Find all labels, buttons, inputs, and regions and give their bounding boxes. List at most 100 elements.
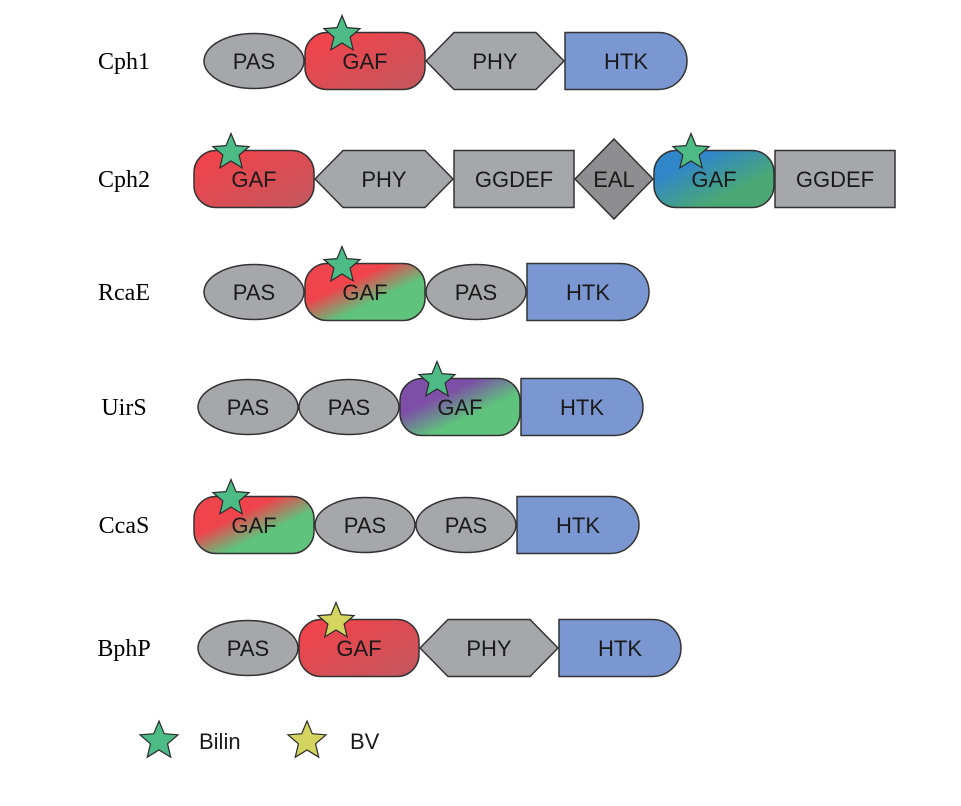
domain-label-gaf: GAF — [437, 395, 482, 420]
domain-pas-3-0: PAS — [197, 378, 299, 436]
protein-name-ccas: CcaS — [99, 513, 150, 539]
domain-gaf-0-1: GAF — [304, 31, 426, 91]
domain-label-pas: PAS — [455, 280, 497, 305]
protein-row-cph2: Cph2 GAF PHY GGDEF EAL GAF GGDEF — [98, 131, 896, 221]
bilin-star-icon — [417, 359, 457, 398]
domain-phy-5-2: PHY — [418, 618, 560, 678]
domain-ggdef-1-5: GGDEF — [774, 149, 896, 209]
domain-shape-pas — [203, 32, 305, 90]
domain-shape-ggdef — [774, 149, 896, 209]
domain-ggdef-1-2: GGDEF — [453, 149, 575, 209]
protein-name-uirs: UirS — [101, 395, 146, 421]
domain-phy-0-2: PHY — [424, 31, 566, 91]
domain-label-pas: PAS — [328, 395, 370, 420]
domain-shape-phy — [313, 149, 455, 209]
protein-row-uirs: UirS PAS PAS GAF HTK — [101, 359, 644, 437]
domain-label-gaf: GAF — [342, 280, 387, 305]
domain-label-htk: HTK — [566, 280, 610, 305]
domain-label-pas: PAS — [233, 49, 275, 74]
domain-label-pas: PAS — [227, 395, 269, 420]
domain-shape-pas — [203, 263, 305, 321]
domain-label-eal: EAL — [593, 167, 635, 192]
protein-name-cph1: Cph1 — [98, 49, 150, 75]
legend-label-bv: BV — [350, 729, 380, 754]
domain-gaf-3-2: GAF — [399, 377, 521, 437]
domain-label-htk: HTK — [598, 636, 642, 661]
domain-label-htk: HTK — [556, 513, 600, 538]
domain-htk-5-3: HTK — [558, 618, 682, 678]
domain-label-pas: PAS — [233, 280, 275, 305]
bilin-star-icon — [211, 477, 251, 516]
domain-shape-htk — [520, 377, 644, 437]
domain-shape-pas — [197, 378, 299, 436]
domain-label-gaf: GAF — [231, 167, 276, 192]
protein-row-bphp: BphP PAS GAF PHY HTK — [97, 600, 682, 678]
domain-label-ggdef: GGDEF — [475, 167, 553, 192]
legend-label-bilin: Bilin — [199, 729, 241, 754]
domain-label-gaf: GAF — [336, 636, 381, 661]
legend-item-bilin: Bilin — [138, 719, 241, 759]
domain-label-phy: PHY — [466, 636, 512, 661]
domain-shape-ggdef — [453, 149, 575, 209]
domain-htk-4-3: HTK — [516, 495, 640, 555]
domain-gaf-4-0: GAF — [193, 495, 315, 555]
domain-shape-eal — [573, 137, 655, 221]
domain-pas-2-0: PAS — [203, 263, 305, 321]
domain-label-phy: PHY — [361, 167, 407, 192]
bilin-star-icon — [138, 719, 180, 759]
domain-pas-5-0: PAS — [197, 619, 299, 677]
domain-shape-htk — [564, 31, 688, 91]
domain-label-phy: PHY — [472, 49, 518, 74]
protein-name-rcae: RcaE — [98, 280, 150, 306]
domain-gaf-1-0: GAF — [193, 149, 315, 209]
bilin-star-icon — [671, 131, 711, 170]
domain-pas-3-1: PAS — [298, 378, 400, 436]
bilin-star-icon — [322, 244, 362, 283]
domain-shape-phy — [418, 618, 560, 678]
domain-htk-0-3: HTK — [564, 31, 688, 91]
domain-htk-2-3: HTK — [526, 262, 650, 322]
domain-pas-0-0: PAS — [203, 32, 305, 90]
domain-pas-4-2: PAS — [415, 496, 517, 554]
protein-row-cph1: Cph1 PAS GAF PHY HTK — [98, 13, 688, 91]
domain-label-gaf: GAF — [342, 49, 387, 74]
domain-label-gaf: GAF — [691, 167, 736, 192]
legend: Bilin BV — [138, 719, 380, 759]
domain-eal-1-3: EAL — [573, 137, 655, 221]
protein-name-bphp: BphP — [97, 636, 150, 662]
domain-label-pas: PAS — [227, 636, 269, 661]
bilin-star-icon — [211, 131, 251, 170]
domain-gaf-5-1: GAF — [298, 618, 420, 678]
protein-row-ccas: CcaS GAF PAS PAS HTK — [99, 477, 640, 555]
domain-gaf-2-1: GAF — [304, 262, 426, 322]
domain-label-htk: HTK — [560, 395, 604, 420]
domain-shape-htk — [558, 618, 682, 678]
domain-pas-4-1: PAS — [314, 496, 416, 554]
domain-label-pas: PAS — [445, 513, 487, 538]
domain-shape-htk — [526, 262, 650, 322]
legend-item-bv: BV — [286, 719, 380, 759]
bv-star-icon — [286, 719, 328, 759]
domain-gaf-1-4: GAF — [653, 149, 775, 209]
domain-label-gaf: GAF — [231, 513, 276, 538]
domain-htk-3-3: HTK — [520, 377, 644, 437]
domain-shape-pas — [425, 263, 527, 321]
domain-shape-pas — [197, 619, 299, 677]
domain-label-ggdef: GGDEF — [796, 167, 874, 192]
domain-label-htk: HTK — [604, 49, 648, 74]
domain-shape-pas — [415, 496, 517, 554]
domain-shape-phy — [424, 31, 566, 91]
domain-shape-pas — [298, 378, 400, 436]
protein-name-cph2: Cph2 — [98, 167, 150, 193]
bilin-star-icon — [322, 13, 362, 52]
domain-shape-htk — [516, 495, 640, 555]
domain-label-pas: PAS — [344, 513, 386, 538]
domain-phy-1-1: PHY — [313, 149, 455, 209]
domain-shape-pas — [314, 496, 416, 554]
bv-star-icon — [316, 600, 356, 639]
protein-row-rcae: RcaE PAS GAF PAS HTK — [98, 244, 650, 322]
domain-pas-2-2: PAS — [425, 263, 527, 321]
